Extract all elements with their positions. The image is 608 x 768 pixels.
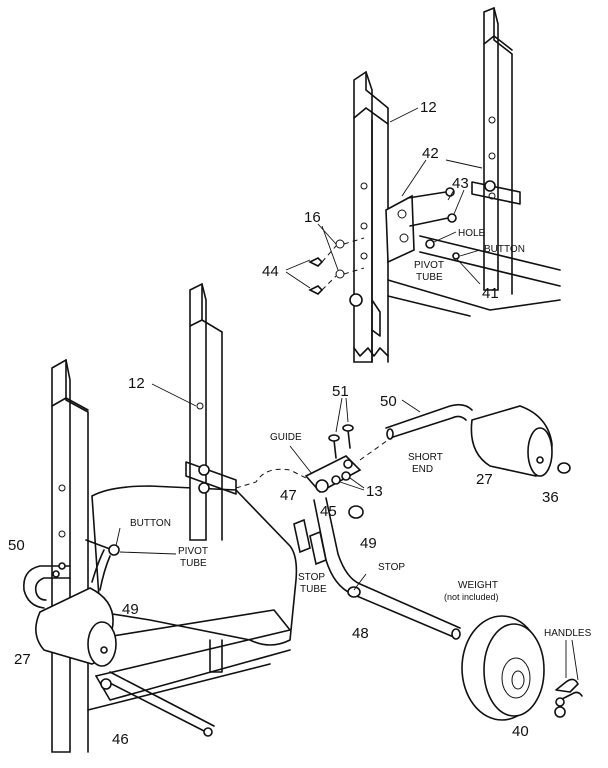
label-part-36: 36 (542, 489, 559, 506)
label-pivot-left-1: PIVOT (178, 546, 208, 557)
label-part-13: 13 (366, 483, 383, 500)
label-part-50-right: 50 (380, 393, 397, 410)
label-part-40: 40 (512, 723, 529, 740)
label-part-47: 47 (280, 487, 297, 504)
label-stop: STOP (378, 562, 405, 573)
label-weight-2: (not included) (444, 592, 499, 602)
label-pivot-left-2: TUBE (180, 558, 207, 569)
label-guide: GUIDE (270, 432, 302, 443)
main-bench-assembly (23, 282, 311, 753)
label-pivot-top-1: PIVOT (414, 260, 444, 271)
label-weight-1: WEIGHT (458, 580, 498, 591)
callout-labels: 12 42 43 16 44 HOLE BUTTON PIVOT TUBE 41… (8, 99, 592, 748)
label-part-48: 48 (352, 625, 369, 642)
label-part-41: 41 (482, 285, 499, 302)
label-part-49-left: 49 (122, 601, 139, 618)
leg-lift-attachment (293, 403, 583, 721)
label-part-51: 51 (332, 383, 349, 400)
label-part-12-mid: 12 (128, 375, 145, 392)
label-part-46: 46 (112, 731, 129, 748)
label-part-12-top: 12 (420, 99, 437, 116)
label-part-50-left: 50 (8, 537, 25, 554)
label-part-27-left: 27 (14, 651, 31, 668)
label-part-44: 44 (262, 263, 279, 280)
label-short-end-2: END (412, 464, 433, 475)
label-button-top: BUTTON (484, 244, 525, 255)
label-stop-tube-1: STOP (298, 572, 325, 583)
label-pivot-top-2: TUBE (416, 272, 443, 283)
label-handles: HANDLES (544, 628, 592, 639)
label-button-left: BUTTON (130, 518, 171, 529)
label-stop-tube-2: TUBE (300, 584, 327, 595)
label-part-16: 16 (304, 209, 321, 226)
label-part-49-right: 49 (360, 535, 377, 552)
label-part-45: 45 (320, 503, 337, 520)
label-part-42: 42 (422, 145, 439, 162)
leader-lines (115, 107, 579, 681)
label-short-end-1: SHORT (408, 452, 443, 463)
label-hole: HOLE (458, 228, 486, 239)
label-part-43: 43 (452, 175, 469, 192)
top-upright-assembly (308, 6, 561, 363)
label-part-27-right: 27 (476, 471, 493, 488)
